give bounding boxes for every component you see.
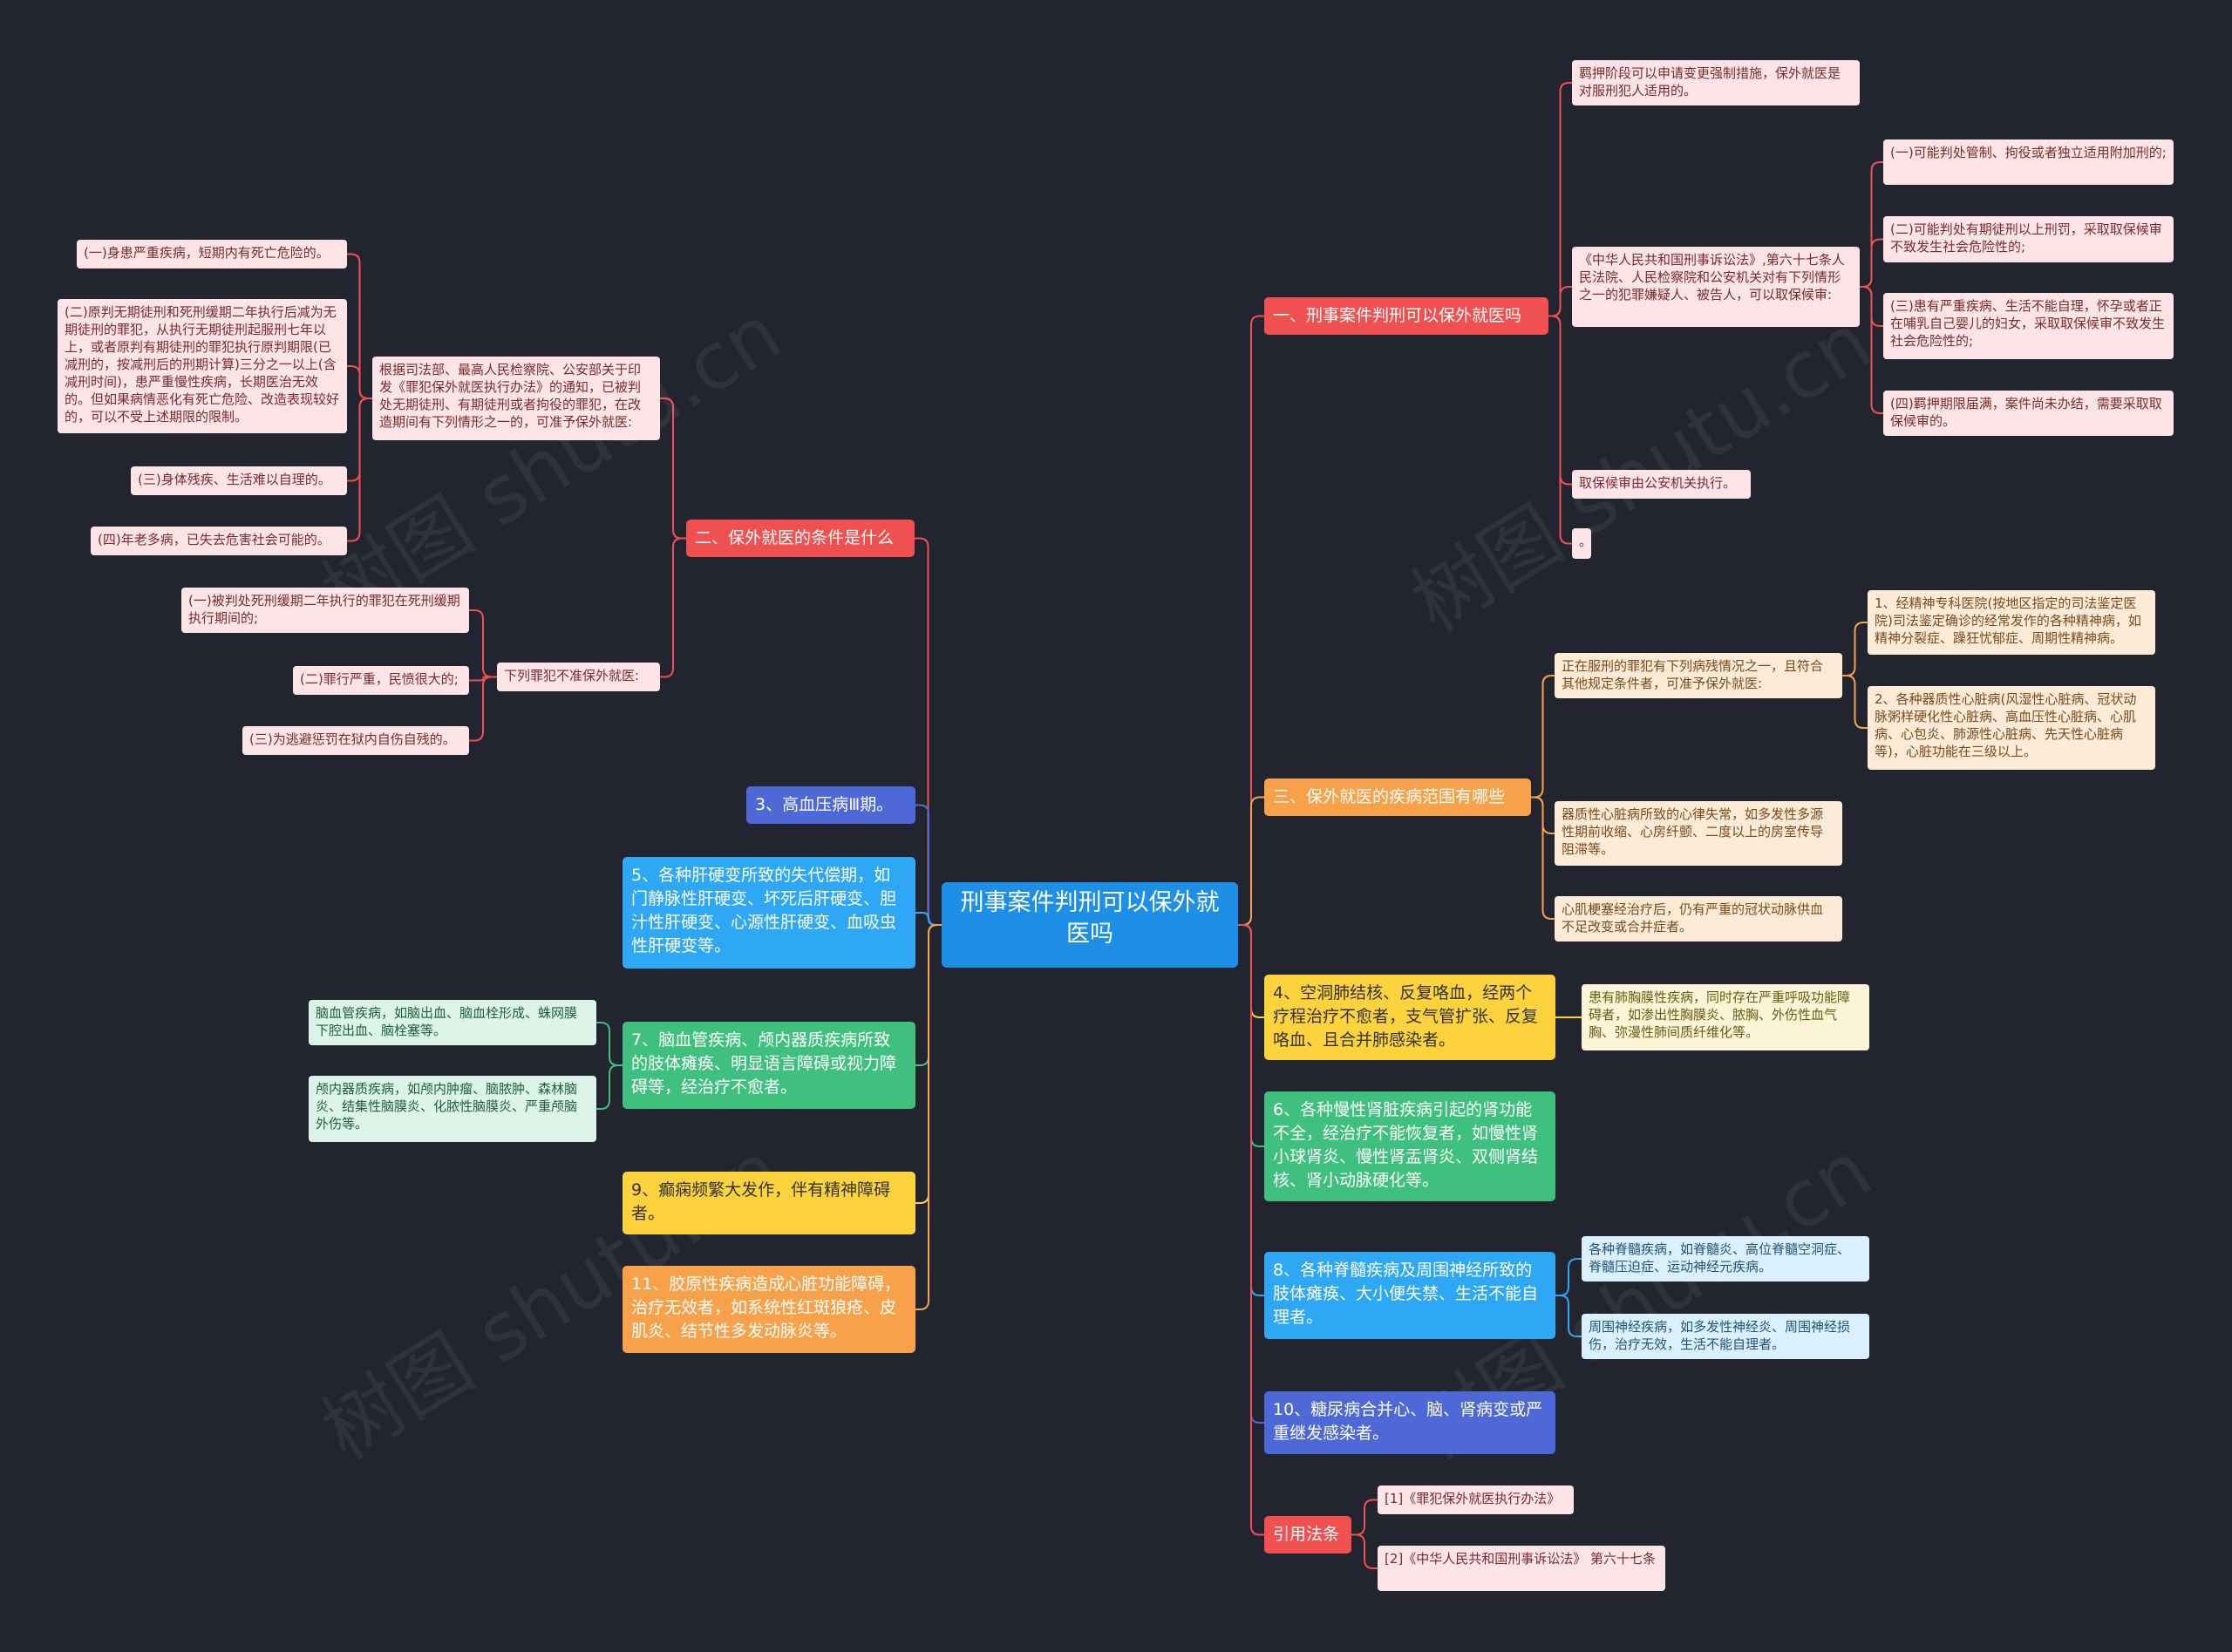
- branch-7-intracranial-diseases[interactable]: 颅内器质疾病，如颅内肿瘤、脑脓肿、森林脑炎、结集性脑膜炎、化脓性脑膜炎、严重颅脑…: [309, 1076, 596, 1142]
- branch-2-title[interactable]: 二、保外就医的条件是什么: [686, 520, 915, 557]
- branch-3-infarction[interactable]: 心肌梗塞经治疗后，仍有严重的冠状动脉供血不足改变或合并症者。: [1555, 896, 1842, 942]
- branch-3-heart-disease[interactable]: 2、各种器质性心脏病(风湿性心脏病、冠状动脉粥样硬化性心脏病、高血压性心脏病、心…: [1868, 686, 2155, 770]
- branch-1-condition-3[interactable]: (三)患有严重疾病、生活不能自理，怀孕或者正在哺乳自己婴儿的妇女，采取取保候审不…: [1883, 293, 2174, 359]
- branch-hypertension[interactable]: 3、高血压病Ⅲ期。: [746, 786, 915, 824]
- branch-1-condition-2[interactable]: (二)可能判处有期徒刑以上刑罚，采取取保候审不致发生社会危险性的;: [1883, 216, 2174, 262]
- branch-3-psychosis[interactable]: 1、经精神专科医院(按地区指定的司法鉴定医院)司法鉴定确诊的经常发作的各种精神病…: [1868, 590, 2155, 655]
- connector-b1n2-b1n2d: [1860, 286, 1883, 414]
- branch-8-spinal-diseases[interactable]: 各种脊髓疾病，如脊髓炎、高位脊髓空洞症、脊髓压迫症、运动神经元疾病。: [1582, 1236, 1869, 1281]
- branch-10-diabetes[interactable]: 10、糖尿病合并心、脑、肾病变或严重继发感染者。: [1264, 1391, 1555, 1454]
- connector-b8-b8n1: [1555, 1258, 1582, 1296]
- connector-b2n1-b2n1b: [347, 365, 372, 399]
- branch-2-condition-4[interactable]: (四)年老多病，已失去危害社会可能的。: [91, 527, 347, 555]
- connector-b1-b1n4: [1548, 315, 1572, 545]
- branch-1-note-empty[interactable]: 。: [1572, 528, 1591, 559]
- branch-1-title[interactable]: 一、刑事案件判刑可以保外就医吗: [1264, 297, 1548, 335]
- branch-1-condition-1[interactable]: (一)可能判处管制、拘役或者独立适用附加刑的;: [1883, 139, 2174, 185]
- connector-b3-b3n3: [1531, 796, 1555, 920]
- branch-2-condition-2[interactable]: (二)原判无期徒刑和死刑缓期二年执行后减为无期徒刑的罪犯，从执行无期徒刑起服刑七…: [58, 299, 347, 433]
- connector-b8-b8n2: [1555, 1295, 1582, 1337]
- branch-2-condition-3[interactable]: (三)身体残疾、生活难以自理的。: [131, 466, 347, 495]
- root-topic[interactable]: 刑事案件判刑可以保外就医吗: [942, 882, 1238, 968]
- connector-b3n1-b3n1b: [1842, 675, 1868, 729]
- branch-1-condition-4[interactable]: (四)羁押期限届满，案件尚未办结，需要采取取保候审的。: [1883, 391, 2174, 436]
- connector-root-b3: [1238, 796, 1264, 926]
- connector-root-ref: [1238, 924, 1264, 1536]
- connector-root-b11: [915, 924, 942, 1310]
- connector-b7-b7n2: [596, 1064, 623, 1110]
- branch-5-cirrhosis[interactable]: 5、各种肝硬变所致的失代偿期，如门静脉性肝硬变、坏死后肝硬变、胆汁性肝硬变、心源…: [623, 857, 915, 969]
- connector-ref-refn2: [1351, 1533, 1378, 1569]
- branch-7-cerebrovascular-diseases[interactable]: 脑血管疾病，如脑出血、脑血栓形成、蛛网膜下腔出血、脑栓塞等。: [309, 1000, 596, 1045]
- connector-b2n2-b2n2c: [469, 676, 497, 742]
- branch-1-note-police[interactable]: 取保候审由公安机关执行。: [1572, 470, 1751, 499]
- branch-1-note-law-article[interactable]: 《中华人民共和国刑事诉讼法》,第六十七条人民法院、人民检察院和公安机关对有下列情…: [1572, 247, 1860, 327]
- branch-3-title[interactable]: 三、保外就医的疾病范围有哪些: [1264, 778, 1531, 816]
- branch-3-note-conditions[interactable]: 正在服刑的罪犯有下列病残情况之一，且符合其他规定条件者，可准予保外就医:: [1555, 653, 1842, 698]
- branch-1-note-custody[interactable]: 羁押阶段可以申请变更强制措施，保外就医是对服刑犯人适用的。: [1572, 60, 1860, 105]
- branch-8-peripheral-nerve[interactable]: 周围神经疾病，如多发性神经炎、周围神经损伤，治疗无效，生活不能自理者。: [1582, 1314, 1869, 1359]
- branch-2-exclusion-1[interactable]: (一)被判处死刑缓期二年执行的罪犯在死刑缓期执行期间的;: [181, 588, 469, 633]
- connector-b7-b7n1: [596, 1022, 623, 1066]
- branch-7-cerebrovascular[interactable]: 7、脑血管疾病、颅内器质疾病所致的肢体瘫痪、明显语言障碍或视力障碍等，经治疗不愈…: [623, 1022, 915, 1109]
- connector-b2n2-b2n2b: [469, 676, 497, 682]
- connector-root-b3l: [915, 804, 942, 926]
- connector-b3-b3n1: [1531, 675, 1555, 799]
- connector-b3n1-b3n1a: [1842, 622, 1868, 676]
- connector-b2n1-b2n1d: [347, 398, 372, 542]
- branch-3-arrhythmia[interactable]: 器质性心脏病所致的心律失常，如多发性多源性期前收缩、心房纤颤、二度以上的房室传导…: [1555, 801, 1842, 866]
- connector-b2n2-b2n2a: [469, 609, 497, 678]
- branch-4-pleural-disease[interactable]: 患有肺胸膜性疾病，同时存在严重呼吸功能障碍者，如渗出性胸膜炎、脓胸、外伤性血气胸…: [1582, 984, 1869, 1050]
- reference-1[interactable]: [1]《罪犯保外就医执行办法》: [1378, 1485, 1574, 1514]
- branch-6-kidney[interactable]: 6、各种慢性肾脏疾病引起的肾功能不全，经治疗不能恢复者，如慢性肾小球肾炎、慢性肾…: [1264, 1091, 1555, 1201]
- branch-references[interactable]: 引用法条: [1264, 1516, 1351, 1553]
- branch-8-spinal[interactable]: 8、各种脊髓疾病及周围神经所致的肢体瘫痪、大小便失禁、生活不能自理者。: [1264, 1252, 1555, 1339]
- connector-ref-refn1: [1351, 1499, 1378, 1536]
- connector-b2-b2n2: [660, 537, 686, 678]
- branch-2-note-notice[interactable]: 根据司法部、最高人民检察院、公安部关于印发《罪犯保外就医执行办法》的通知，已被判…: [372, 357, 660, 440]
- connector-b1-b1n2: [1548, 286, 1572, 317]
- connector-root-b5: [915, 912, 942, 926]
- connector-b2-b2n1: [660, 398, 686, 540]
- branch-2-note-not-allowed[interactable]: 下列罪犯不准保外就医:: [497, 663, 660, 691]
- branch-2-condition-1[interactable]: (一)身患严重疾病，短期内有死亡危险的。: [77, 240, 347, 269]
- branch-9-epilepsy[interactable]: 9、癫痫频繁大发作，伴有精神障碍者。: [623, 1172, 915, 1234]
- branch-2-exclusion-3[interactable]: (三)为逃避惩罚在狱内自伤自残的。: [242, 726, 469, 755]
- connector-b1n2-b1n2b: [1860, 238, 1883, 288]
- connector-b1-b1n1: [1548, 82, 1572, 317]
- reference-2[interactable]: [2]《中华人民共和国刑事诉讼法》 第六十七条: [1378, 1546, 1665, 1591]
- branch-2-exclusion-2[interactable]: (二)罪行严重，民愤很大的;: [293, 666, 469, 695]
- branch-4-tuberculosis[interactable]: 4、空洞肺结核、反复咯血，经两个疗程治疗不愈者，支气管扩张、反复咯血、且合并肺感…: [1264, 975, 1555, 1060]
- branch-11-collagen[interactable]: 11、胶原性疾病造成心脏功能障碍，治疗无效者，如系统性红斑狼疮、皮肌炎、结节性多…: [623, 1266, 915, 1353]
